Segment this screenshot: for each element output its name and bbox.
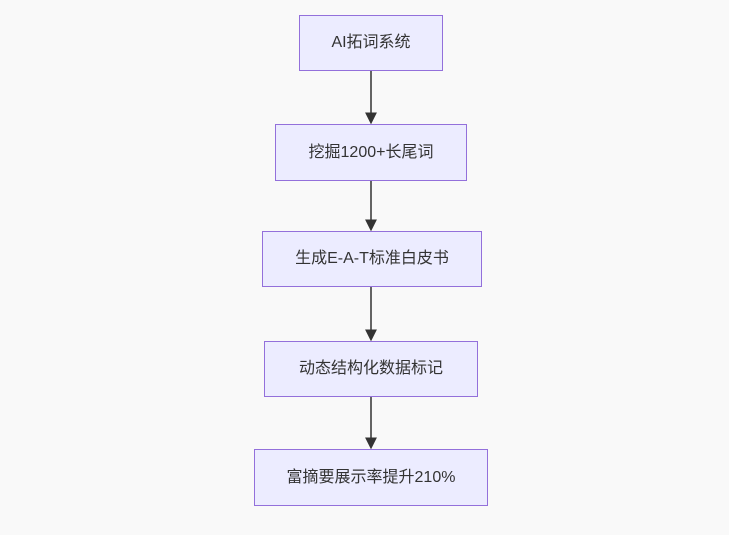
flow-node-1: AI拓词系统 [299,15,443,71]
flow-node-4-label: 动态结构化数据标记 [298,360,443,377]
flow-node-1-label: AI拓词系统 [331,34,411,51]
flow-node-2-label: 挖掘1200+长尾词 [308,143,434,161]
flow-node-5: 富摘要展示率提升210% [254,449,488,506]
flow-node-3: 生成E-A-T标准白皮书 [262,231,482,287]
flow-node-2: 挖掘1200+长尾词 [275,124,467,181]
flow-node-5-label: 富摘要展示率提升210% [286,468,456,486]
flow-node-4: 动态结构化数据标记 [264,341,478,397]
flow-node-3-label: 生成E-A-T标准白皮书 [295,250,449,267]
